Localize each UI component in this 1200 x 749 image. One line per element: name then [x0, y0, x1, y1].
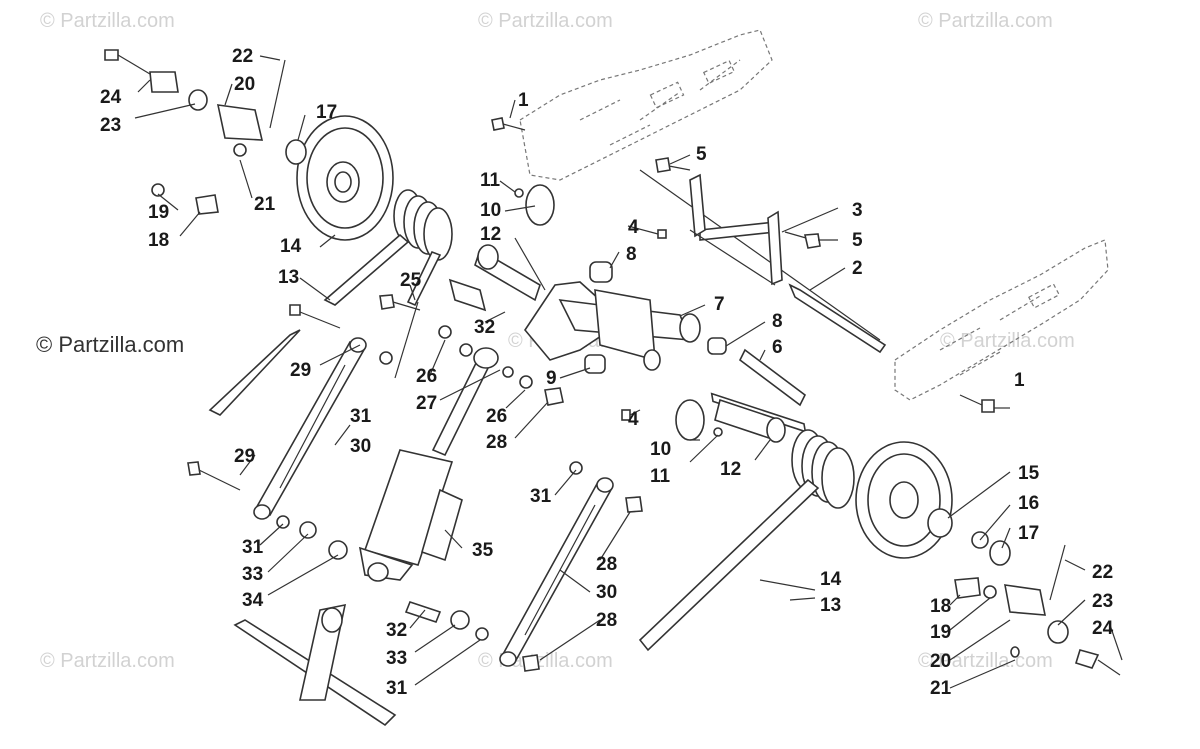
- bracket: [689, 173, 783, 286]
- callout-label: 5: [852, 230, 863, 251]
- callout-label: 7: [714, 294, 725, 315]
- pivot-lower-right: [954, 540, 1121, 676]
- watermark: © Partzilla.com: [918, 10, 1053, 32]
- callout-label: 32: [386, 620, 407, 641]
- callout-label: 33: [386, 648, 407, 669]
- callout-label: 30: [350, 436, 371, 457]
- callout-label: 34: [242, 590, 264, 611]
- callout-label: 20: [930, 651, 951, 672]
- callout-label: 8: [626, 244, 637, 265]
- callout-labels: 1 1 2 3 4 4 5 5 6 7 8 8 9 10 10 11 11 12…: [100, 46, 1114, 699]
- watermark: © Partzilla.com: [940, 330, 1075, 352]
- callout-label: 21: [930, 678, 952, 699]
- callout-label: 10: [480, 200, 501, 221]
- rocker-arm: [524, 281, 701, 371]
- callout-label: 11: [650, 466, 671, 487]
- callout-label: 12: [720, 459, 741, 480]
- rods: [208, 329, 301, 416]
- callout-label: 33: [242, 564, 263, 585]
- callout-label: 23: [1092, 591, 1113, 612]
- callout-label: 13: [278, 267, 299, 288]
- callout-label: 29: [234, 446, 255, 467]
- callout-label: 28: [486, 432, 507, 453]
- callout-label: 28: [596, 554, 617, 575]
- watermark: © Partzilla.com: [918, 650, 1053, 672]
- callout-label: 35: [472, 540, 494, 561]
- callout-label: 14: [280, 236, 302, 257]
- callout-label: 21: [254, 194, 276, 215]
- callout-label: 15: [1018, 463, 1040, 484]
- callout-label: 22: [1092, 562, 1113, 583]
- callout-label: 16: [1018, 493, 1039, 514]
- callout-label: 1: [1014, 370, 1025, 391]
- lower-crossbar: [233, 603, 397, 727]
- rail-upper: [519, 29, 773, 181]
- callout-label: 12: [480, 224, 501, 245]
- callout-label: 20: [234, 74, 255, 95]
- callout-label: 31: [242, 537, 264, 558]
- callout-label: 26: [486, 406, 507, 427]
- callout-label: 24: [1092, 618, 1114, 639]
- bolts: [187, 117, 995, 491]
- rail-lower: [894, 239, 1109, 401]
- callout-label: 32: [474, 317, 495, 338]
- credit-text: © Partzilla.com: [36, 332, 184, 357]
- callout-label: 8: [772, 311, 783, 332]
- leader-lines: [134, 55, 1123, 689]
- callout-label: 3: [852, 200, 863, 221]
- callout-label: 27: [416, 393, 437, 414]
- callout-label: 31: [350, 406, 372, 427]
- callout-label: 5: [696, 144, 707, 165]
- callout-label: 10: [650, 439, 671, 460]
- callout-label: 31: [386, 678, 408, 699]
- callout-label: 26: [416, 366, 437, 387]
- callout-label: 18: [930, 596, 951, 617]
- callout-label: 29: [290, 360, 311, 381]
- callout-label: 19: [930, 622, 951, 643]
- pivot-upper-left: [104, 49, 307, 215]
- callout-label: 23: [100, 115, 121, 136]
- washers-nuts: [276, 188, 989, 672]
- callout-label: 9: [546, 368, 557, 389]
- callout-label: 22: [232, 46, 253, 67]
- axle-shafts: [639, 169, 887, 433]
- shock-absorber: [358, 347, 499, 582]
- watermark: © Partzilla.com: [40, 10, 175, 32]
- callout-label: 4: [628, 217, 639, 238]
- callout-label: 24: [100, 87, 122, 108]
- spring-lower: [638, 429, 855, 652]
- callout-label: 11: [480, 170, 501, 191]
- callout-label: 4: [628, 409, 639, 430]
- callout-label: 13: [820, 595, 841, 616]
- callout-label: 17: [316, 102, 337, 123]
- watermark: © Partzilla.com: [478, 10, 613, 32]
- callout-label: 28: [596, 610, 617, 631]
- link-upper: [253, 337, 367, 520]
- callout-label: 17: [1018, 523, 1039, 544]
- spring-upper: [323, 189, 453, 307]
- callout-label: 18: [148, 230, 169, 251]
- callout-label: 1: [518, 90, 529, 111]
- watermark: © Partzilla.com: [478, 650, 613, 672]
- callout-label: 6: [772, 337, 783, 358]
- watermark: © Partzilla.com: [40, 650, 175, 672]
- callout-label: 31: [530, 486, 552, 507]
- callout-label: 25: [400, 270, 422, 291]
- callout-label: 14: [820, 569, 842, 590]
- callout-label: 30: [596, 582, 617, 603]
- idler-wheel-lower: [855, 441, 953, 559]
- idler-wheel-upper: [296, 115, 394, 241]
- callout-label: 2: [852, 258, 863, 279]
- callout-label: 19: [148, 202, 169, 223]
